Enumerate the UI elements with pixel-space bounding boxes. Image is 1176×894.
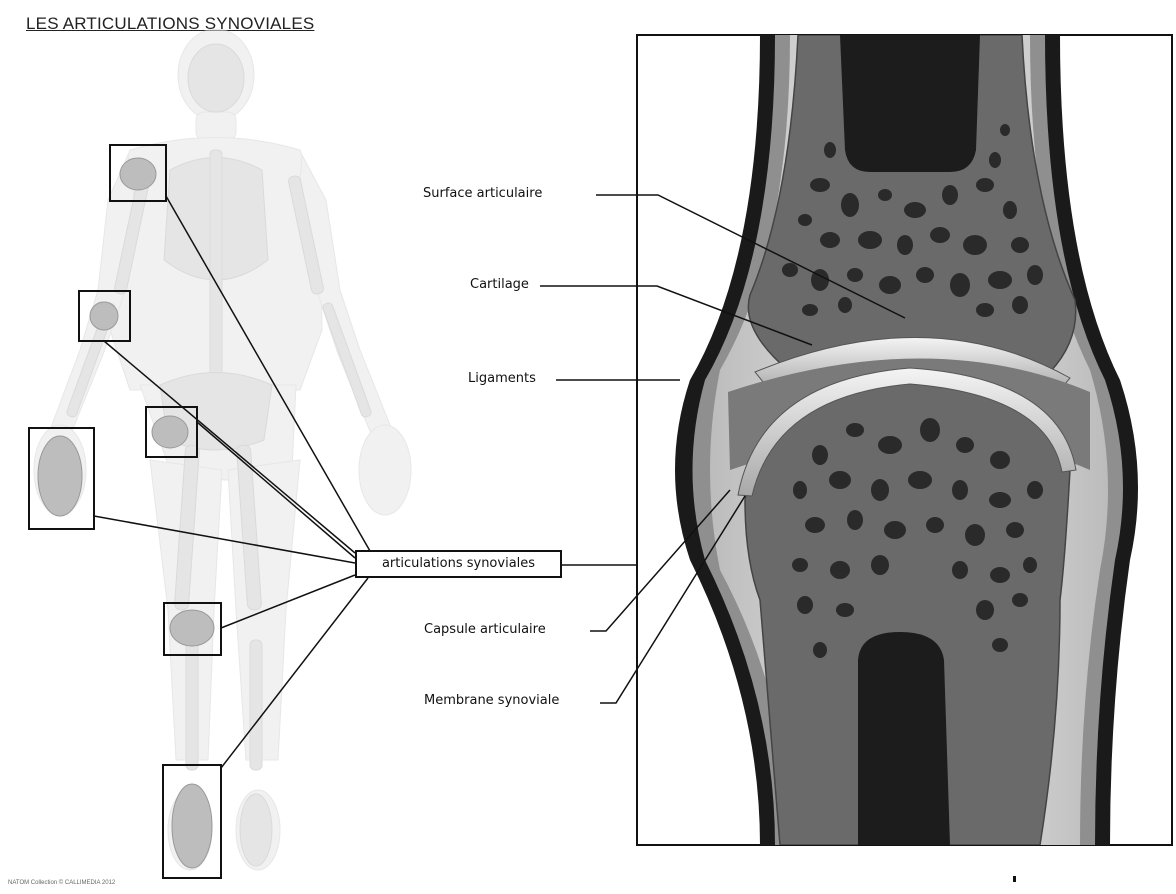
mark-dot bbox=[1013, 876, 1016, 882]
central-label-box: articulations synoviales bbox=[355, 550, 562, 578]
body-figure bbox=[34, 29, 411, 870]
copyright-text: NATOM Collection © CALLIMEDIA 2012 bbox=[8, 880, 115, 886]
label-ligaments: Ligaments bbox=[468, 371, 536, 386]
label-surface-articulaire: Surface articulaire bbox=[423, 186, 542, 201]
label-cartilage: Cartilage bbox=[470, 277, 529, 292]
label-capsule-articulaire: Capsule articulaire bbox=[424, 622, 546, 637]
label-membrane-synoviale: Membrane synoviale bbox=[424, 693, 559, 708]
